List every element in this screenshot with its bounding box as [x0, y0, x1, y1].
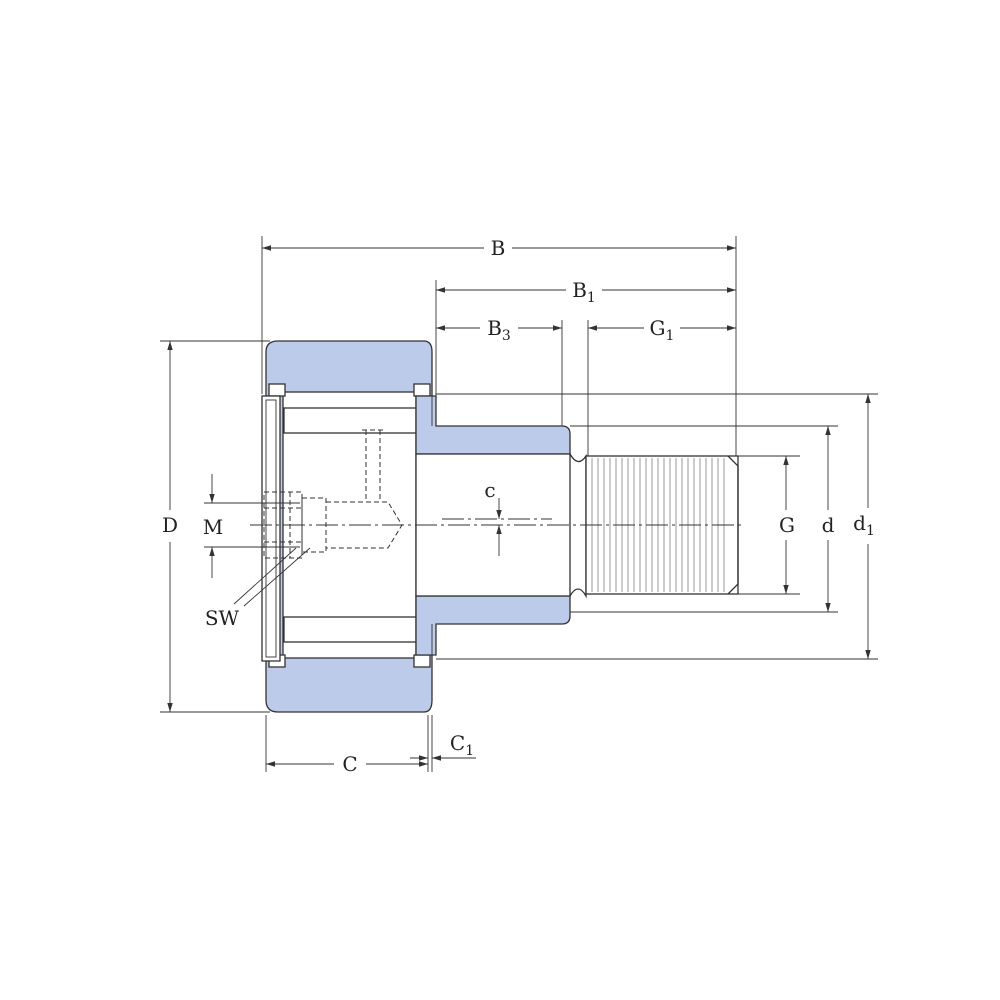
dimension-labels: B B1 B3 G1 D M SW c G d d1 C C1 [162, 236, 875, 776]
label-M: M [203, 515, 223, 539]
extension-lines [160, 236, 878, 772]
label-G: G [779, 513, 795, 537]
label-B1: B1 [572, 278, 596, 306]
label-C1: C1 [450, 731, 474, 759]
dimension-lines [167, 245, 871, 767]
stud-flange [261, 395, 571, 662]
label-SW: SW [205, 606, 240, 630]
label-D: D [162, 513, 178, 537]
label-B: B [491, 236, 506, 260]
outer-ring [265, 340, 433, 713]
eccentricity-marker [442, 498, 552, 556]
label-B3: B3 [487, 316, 511, 344]
label-d1: d1 [853, 511, 875, 539]
needle-rollers [283, 407, 417, 643]
label-G1: G1 [650, 316, 675, 344]
label-C: C [342, 752, 357, 776]
label-c: c [484, 478, 495, 502]
label-d: d [822, 513, 835, 537]
